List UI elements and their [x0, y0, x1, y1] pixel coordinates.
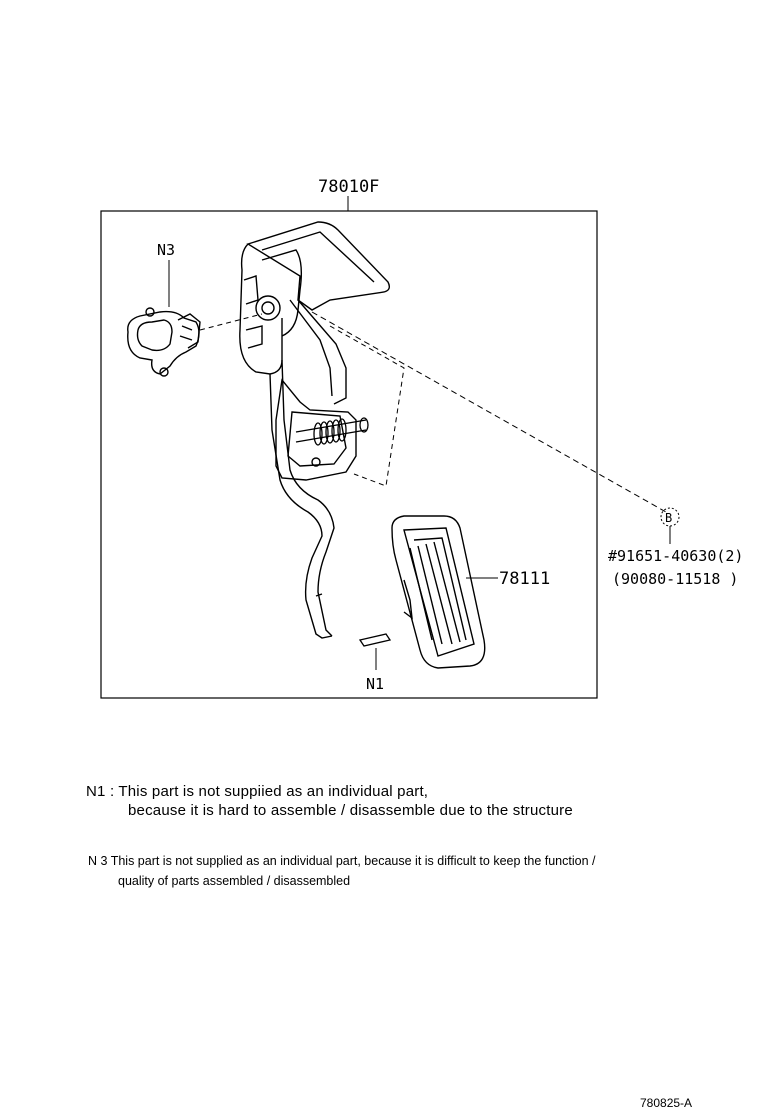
note-n1: N1 : This part is not suppiied as an ind…: [86, 782, 573, 820]
ref-circle-label: B: [665, 511, 672, 525]
throttle-sensor: [127, 307, 201, 377]
pedal-pad: [391, 515, 486, 669]
return-spring: [295, 417, 369, 446]
sensor-dash: [199, 313, 263, 331]
spring-pin: [358, 633, 392, 647]
assembly-label: 78010F: [318, 177, 379, 197]
note-n3-line1: N 3 This part is not supplied as an indi…: [88, 854, 596, 868]
bolt-part-number: #91651-40630(2): [608, 547, 743, 565]
note-n1-line2: because it is hard to assemble / disasse…: [128, 802, 573, 819]
ref-circle: [660, 507, 680, 527]
pedal-arm: [269, 359, 335, 639]
pedal-pad-label: 78111: [499, 569, 550, 589]
sensor-label: N3: [157, 241, 175, 259]
bolt-alt-part-number: (90080-11518 ): [612, 570, 738, 588]
note-n3: N 3 This part is not supplied as an indi…: [88, 851, 595, 891]
note-n1-line1: N1 : This part is not suppiied as an ind…: [86, 783, 429, 800]
bolt-dash: [311, 311, 667, 513]
diagram-code: 780825-A: [640, 1096, 693, 1110]
pin-label: N1: [366, 675, 384, 693]
parts-diagram: 78010F N3: [100, 177, 743, 699]
assembly-frame: [100, 210, 598, 699]
pedal-dash: [329, 325, 405, 487]
note-n3-line2: quality of parts assembled / disassemble…: [118, 874, 351, 888]
